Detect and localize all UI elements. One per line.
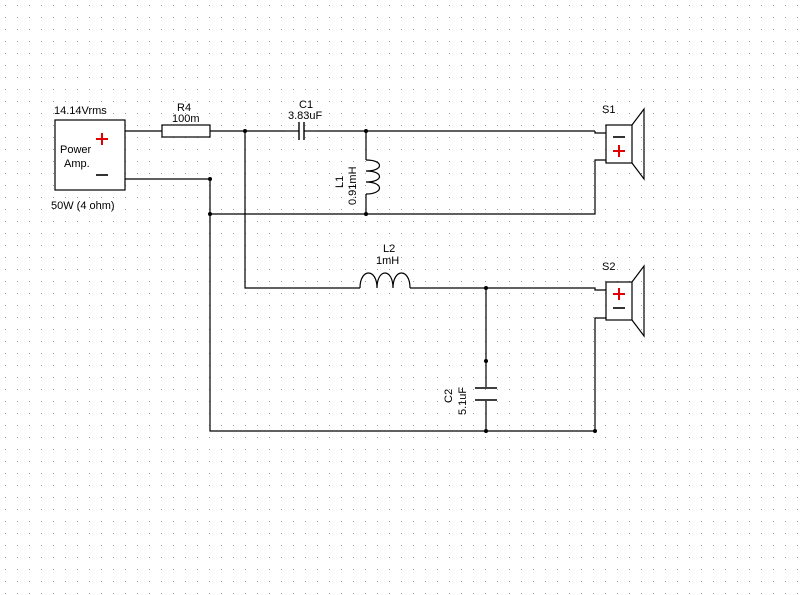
plus-icon <box>613 145 625 157</box>
s1-ref: S1 <box>602 104 615 116</box>
inductor-l2[interactable] <box>359 272 411 289</box>
c1-ref: C1 <box>299 99 313 111</box>
l1-value: 0.91mH <box>347 166 359 205</box>
wires <box>125 130 606 432</box>
plus-icon <box>613 288 625 300</box>
l2-ref: L2 <box>383 243 395 255</box>
speaker-s1[interactable] <box>605 107 645 181</box>
r4-value: 100m <box>172 113 200 125</box>
inductor-l1[interactable] <box>365 159 381 195</box>
c1-value: 3.83uF <box>288 110 323 122</box>
s2-ref: S2 <box>602 261 615 273</box>
capacitor-c1[interactable] <box>286 122 316 140</box>
grid-dots <box>5 5 798 594</box>
source-voltage-label: 14.14Vrms <box>54 105 107 117</box>
power-amp-name-line2: Amp. <box>64 158 90 170</box>
c2-value: 5.1uF <box>457 387 469 415</box>
power-amp-name-line1: Power <box>60 144 92 156</box>
resistor-r4[interactable] <box>161 124 211 138</box>
c2-ref: C2 <box>443 389 455 403</box>
r4-ref: R4 <box>177 102 191 114</box>
l2-value: 1mH <box>376 255 399 267</box>
source-rating-label: 50W (4 ohm) <box>51 200 115 212</box>
plus-icon <box>96 133 108 145</box>
speaker-s2[interactable] <box>605 264 645 338</box>
l1-ref: L1 <box>334 176 346 188</box>
junction-dots <box>208 129 597 433</box>
power-amp[interactable]: Power Amp. <box>54 119 126 191</box>
capacitor-c2[interactable] <box>475 387 497 401</box>
